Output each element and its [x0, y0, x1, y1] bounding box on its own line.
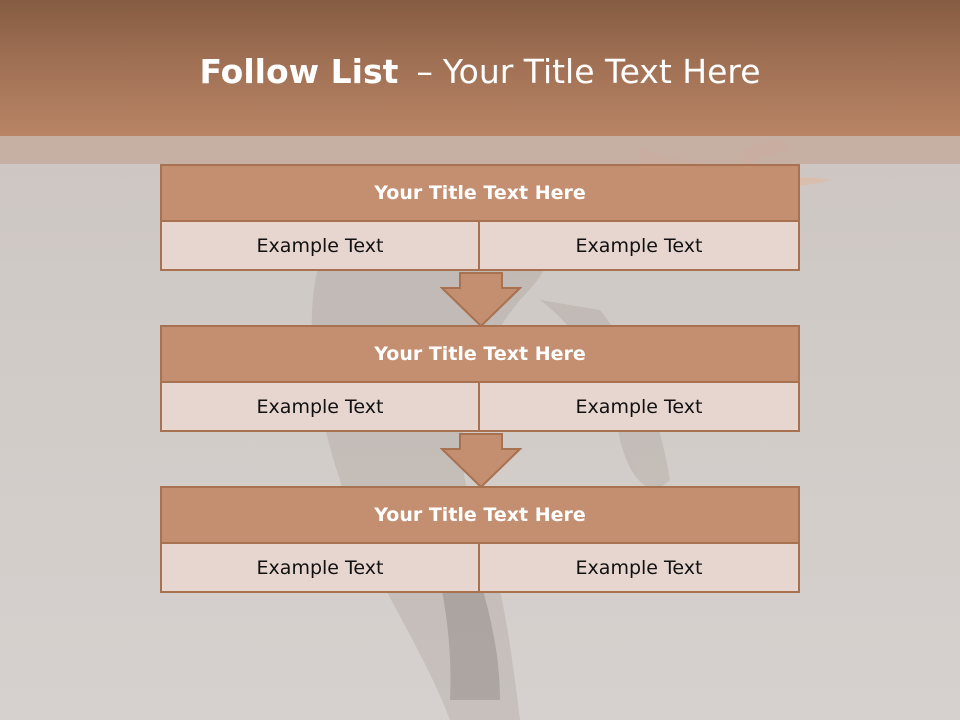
step-cell-left: Example Text: [160, 222, 480, 271]
step-row: Example Text Example Text: [160, 383, 800, 432]
title-rest: Your Title Text Here: [442, 52, 761, 91]
step-block-3: Your Title Text Here Example Text Exampl…: [160, 486, 800, 593]
down-arrow-icon: [440, 272, 522, 328]
down-arrow-icon: [440, 433, 522, 489]
step-cell-right: Example Text: [478, 222, 800, 271]
step-title: Your Title Text Here: [160, 325, 800, 383]
slide-title: Follow List–Your Title Text Here: [0, 52, 960, 91]
step-cell-right: Example Text: [478, 383, 800, 432]
step-title: Your Title Text Here: [160, 486, 800, 544]
step-title: Your Title Text Here: [160, 164, 800, 222]
step-block-1: Your Title Text Here Example Text Exampl…: [160, 164, 800, 271]
step-cell-left: Example Text: [160, 383, 480, 432]
step-cell-right: Example Text: [478, 544, 800, 593]
title-bold: Follow List: [199, 52, 399, 91]
step-cell-left: Example Text: [160, 544, 480, 593]
step-block-2: Your Title Text Here Example Text Exampl…: [160, 325, 800, 432]
header-band: [0, 0, 960, 136]
header-strip: [0, 136, 960, 164]
step-row: Example Text Example Text: [160, 544, 800, 593]
title-separator: –: [416, 52, 433, 91]
step-row: Example Text Example Text: [160, 222, 800, 271]
